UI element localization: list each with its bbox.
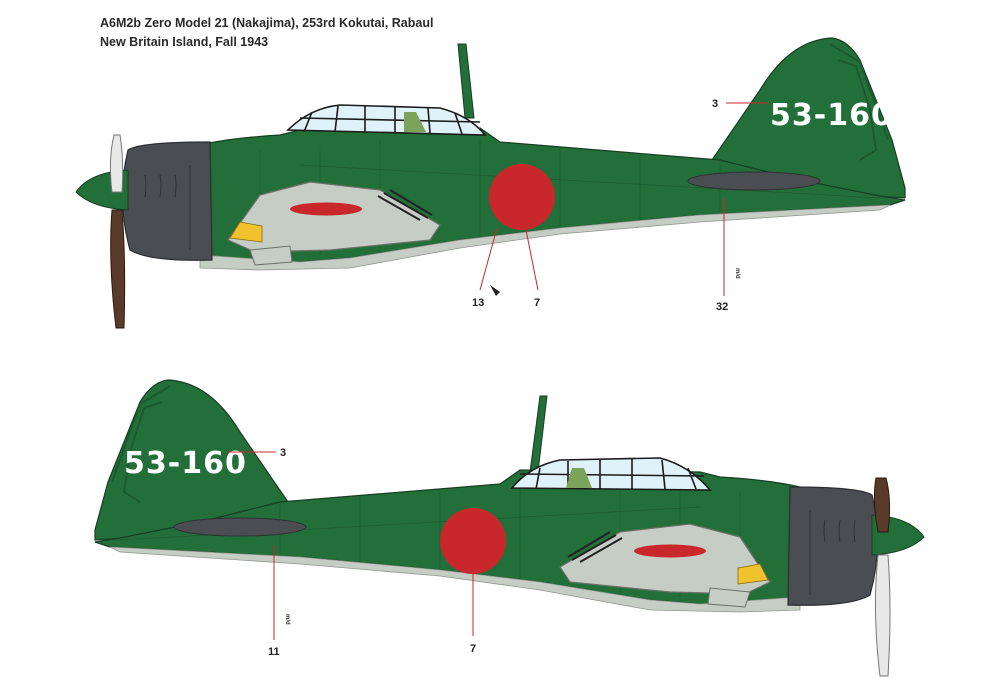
fuselage-hinomaru: [489, 164, 555, 230]
tail-code-top: 53-160: [770, 98, 893, 133]
aircraft-profile-top: 53-160 3 7 13 32 m/d: [75, 37, 906, 329]
callout-stencil-bottom: 11: [268, 646, 280, 658]
propeller-blade-lower: [874, 554, 891, 677]
wingtip-yellow: [229, 221, 263, 243]
wing-hinomaru: [634, 544, 706, 558]
callout-hinomaru-bottom: 7: [470, 643, 476, 655]
callout-tail-code-top: 3: [712, 98, 718, 110]
stencil-top: m/d: [734, 268, 740, 279]
oval-panel: [687, 171, 821, 191]
callout-wing-marking-top: 13: [472, 297, 484, 309]
callout-stencil-top: 32: [716, 301, 728, 313]
caption-subtitle: New Britain Island, Fall 1943: [100, 35, 269, 49]
caption: A6M2b Zero Model 21 (Nakajima), 253rd Ko…: [100, 14, 433, 52]
oval-panel: [173, 517, 307, 537]
fuselage-hinomaru: [440, 508, 506, 574]
antenna-mast: [529, 395, 548, 473]
canopy: [510, 457, 712, 491]
callout-tail-code-bottom: 3: [280, 447, 286, 459]
wingtip-yellow: [737, 563, 769, 585]
propeller-blade-upper: [873, 477, 891, 533]
cowling: [787, 486, 879, 606]
wing-hinomaru: [290, 202, 362, 216]
stencil-bottom: m/d: [284, 614, 290, 625]
callout-hinomaru-top: 7: [534, 297, 540, 309]
tail-code-bottom: 53-160: [124, 446, 247, 481]
vertical-tail: [94, 379, 289, 541]
vertical-tail: [711, 37, 906, 199]
caption-title: A6M2b Zero Model 21 (Nakajima), 253rd Ko…: [100, 16, 434, 30]
propeller-blade-lower: [110, 209, 126, 329]
cowling: [121, 141, 213, 261]
aircraft-profile-bottom: 53-160 3 7 11 m/d: [94, 379, 925, 677]
antenna-mast: [457, 43, 475, 119]
propeller-blade-upper: [109, 134, 124, 193]
